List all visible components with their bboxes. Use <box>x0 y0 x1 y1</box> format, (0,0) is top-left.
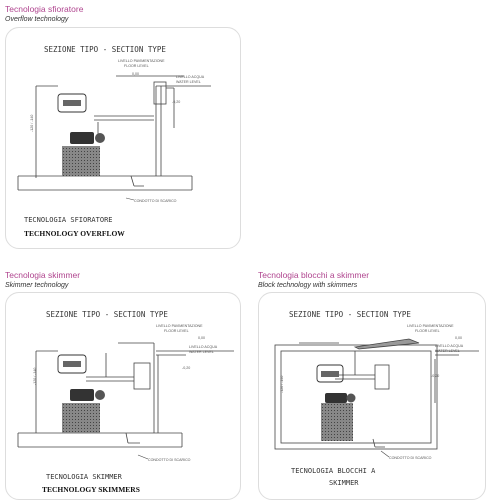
drawing-card-overflow: SEZIONE TIPO - SECTION TYPE LIVELLO PAVI… <box>5 27 241 249</box>
section-drawing-overflow: SEZIONE TIPO - SECTION TYPE LIVELLO PAVI… <box>17 45 211 238</box>
drain-label: CONDOTTO DI SCARICO <box>148 458 191 462</box>
drawing-header: SEZIONE TIPO - SECTION TYPE <box>44 45 166 54</box>
dimension-zero: 0,00 <box>198 336 205 340</box>
drawing-caption-en: TECHNOLOGY SKIMMERS <box>42 485 140 494</box>
drawing-card-block-skimmer: SEZIONE TIPO - SECTION TYPE LIVELLO PAVI… <box>258 292 486 500</box>
water-level-label: LIVELLO ACQUA <box>176 75 205 79</box>
drain-label: CONDOTTO DI SCARICO <box>389 456 432 460</box>
section-subtitle-block-skimmer: Block technology with skimmers <box>258 282 358 289</box>
depth-dimension: -120 / -140 <box>33 368 37 385</box>
dimension-zero: 0,00 <box>132 72 139 76</box>
section-drawing-block-skimmer: SEZIONE TIPO - SECTION TYPE LIVELLO PAVI… <box>274 310 479 487</box>
drain-leader-line <box>380 450 390 458</box>
floor-level-label-en: FLOOR LEVEL <box>124 64 149 68</box>
section-title-skimmer: Tecnologia skimmer <box>5 270 81 280</box>
section-title-overflow: Tecnologia sfioratore <box>5 4 84 14</box>
section-subtitle-skimmer: Skimmer technology <box>5 282 69 289</box>
drawing-caption-en: TECHNOLOGY OVERFLOW <box>24 229 125 238</box>
drawing-card-skimmer: SEZIONE TIPO - SECTION TYPE LIVELLO PAVI… <box>5 292 241 500</box>
floor-level-label-en: FLOOR LEVEL <box>415 329 440 333</box>
dimension-zero: 0,00 <box>455 336 462 340</box>
floor-level-label: LIVELLO PAVIMENTAZIONE <box>407 324 454 328</box>
drawing-caption-it: TECNOLOGIA BLOCCHI A <box>291 467 376 475</box>
pool-section-lines <box>17 342 234 448</box>
water-level-label-en: WATER LEVEL <box>189 350 214 354</box>
pump-block <box>62 389 105 433</box>
drawing-header: SEZIONE TIPO - SECTION TYPE <box>289 310 411 319</box>
water-level-label: LIVELLO ACQUA <box>189 345 218 349</box>
section-drawing-skimmer: SEZIONE TIPO - SECTION TYPE LIVELLO PAVI… <box>17 310 234 494</box>
section-subtitle-overflow: Overflow technology <box>5 16 69 23</box>
pool-section-lines <box>17 75 211 191</box>
pump-block <box>62 132 105 176</box>
dimension-offset: -0,20 <box>182 366 190 370</box>
filter-unit <box>57 93 87 113</box>
pump-block <box>321 393 356 441</box>
dimension-offset: -0,20 <box>172 100 180 104</box>
depth-dimension: -120 / -140 <box>280 376 284 393</box>
drawing-header: SEZIONE TIPO - SECTION TYPE <box>46 310 168 319</box>
drawing-caption-it: TECNOLOGIA SFIORATORE <box>24 216 113 224</box>
drain-leader-line <box>125 197 135 201</box>
water-level-label: LIVELLO ACQUA <box>435 344 464 348</box>
section-title-block-skimmer: Tecnologia blocchi a skimmer <box>258 270 370 280</box>
filter-unit <box>316 364 344 383</box>
drain-leader-line <box>137 454 149 460</box>
floor-level-label: LIVELLO PAVIMENTAZIONE <box>118 59 165 63</box>
depth-dimension: -120 / -140 <box>30 115 34 132</box>
drain-label: CONDOTTO DI SCARICO <box>134 199 177 203</box>
pool-section-lines <box>274 338 479 450</box>
filter-unit <box>57 354 87 374</box>
drawing-caption-it-2: SKIMMER <box>329 479 359 487</box>
drawing-caption-it: TECNOLOGIA SKIMMER <box>46 473 123 481</box>
floor-level-label: LIVELLO PAVIMENTAZIONE <box>156 324 203 328</box>
floor-level-label-en: FLOOR LEVEL <box>164 329 189 333</box>
water-level-label-en: WATER LEVEL <box>176 80 201 84</box>
